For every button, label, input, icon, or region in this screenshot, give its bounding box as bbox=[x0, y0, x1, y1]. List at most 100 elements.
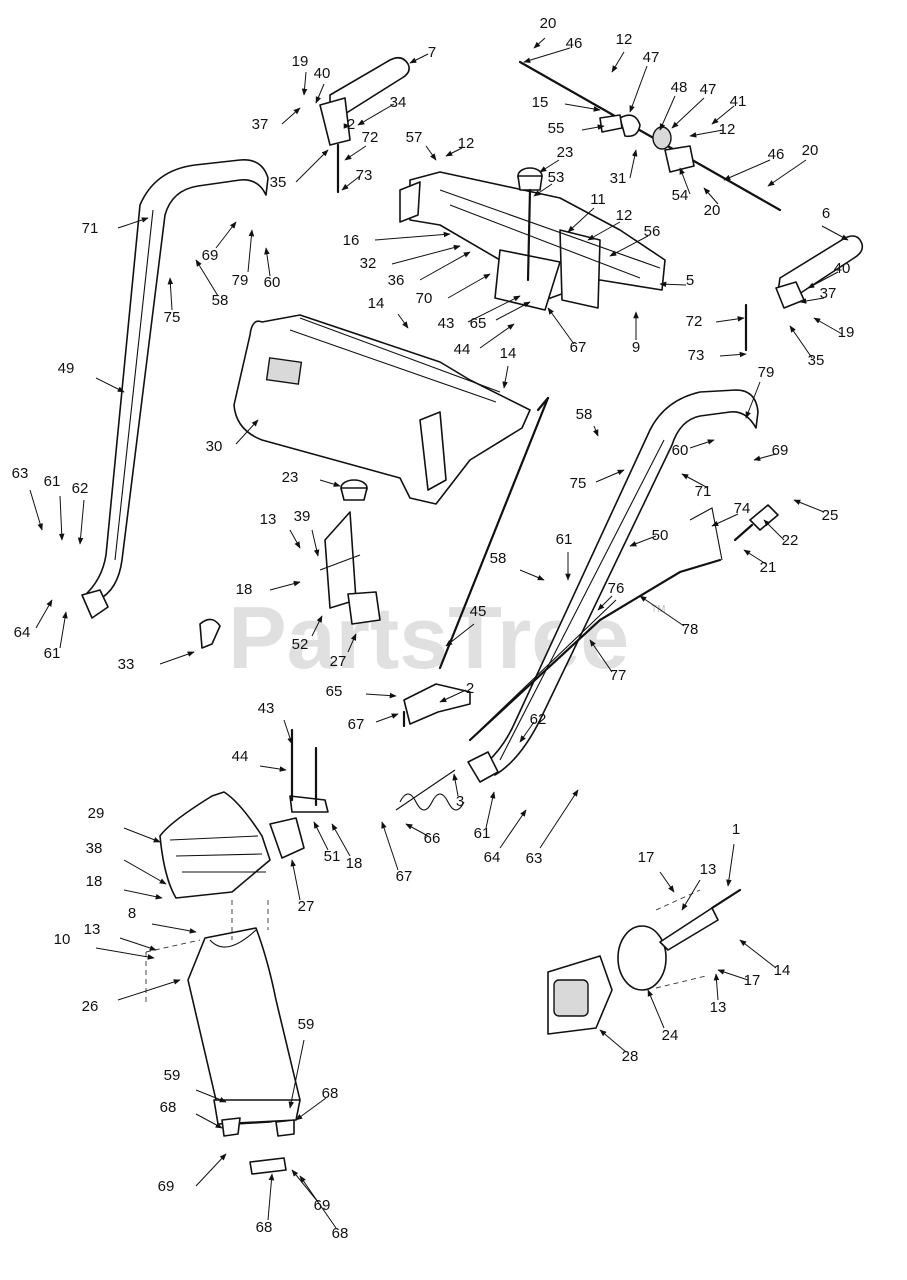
callout-label-30[interactable]: 30 bbox=[206, 438, 223, 455]
callout-label-62[interactable]: 62 bbox=[530, 711, 547, 728]
callout-label-13[interactable]: 13 bbox=[84, 921, 101, 938]
callout-label-37[interactable]: 37 bbox=[252, 116, 269, 133]
callout-label-74[interactable]: 74 bbox=[734, 500, 751, 517]
callout-label-51[interactable]: 51 bbox=[324, 848, 341, 865]
callout-label-36[interactable]: 36 bbox=[388, 272, 405, 289]
long-shift-rod[interactable] bbox=[438, 396, 550, 670]
callout-label-60[interactable]: 60 bbox=[672, 442, 689, 459]
callout-label-69[interactable]: 69 bbox=[202, 247, 219, 264]
callout-label-61[interactable]: 61 bbox=[556, 531, 573, 548]
callout-label-18[interactable]: 18 bbox=[86, 873, 103, 890]
callout-label-68[interactable]: 68 bbox=[160, 1099, 177, 1116]
callout-label-67[interactable]: 67 bbox=[396, 868, 413, 885]
right-handle-part[interactable] bbox=[467, 389, 759, 783]
callout-label-11[interactable]: 11 bbox=[590, 191, 606, 208]
callout-label-38[interactable]: 38 bbox=[86, 840, 103, 857]
callout-label-12[interactable]: 12 bbox=[616, 31, 633, 48]
callout-label-24[interactable]: 24 bbox=[662, 1027, 679, 1044]
callout-label-67[interactable]: 67 bbox=[348, 716, 365, 733]
callout-label-43[interactable]: 43 bbox=[258, 700, 275, 717]
callout-label-46[interactable]: 46 bbox=[768, 146, 785, 163]
callout-label-33[interactable]: 33 bbox=[118, 656, 135, 673]
callout-label-21[interactable]: 21 bbox=[760, 559, 777, 576]
callout-label-61[interactable]: 61 bbox=[474, 825, 491, 842]
callout-label-71[interactable]: 71 bbox=[695, 483, 712, 500]
callout-label-2[interactable]: 2 bbox=[347, 116, 355, 133]
callout-label-50[interactable]: 50 bbox=[652, 527, 669, 544]
callout-label-68[interactable]: 68 bbox=[322, 1085, 339, 1102]
left-handle-part[interactable] bbox=[81, 159, 269, 619]
callout-label-46[interactable]: 46 bbox=[566, 35, 583, 52]
chute-bracket-part[interactable] bbox=[269, 728, 329, 859]
callout-label-65[interactable]: 65 bbox=[470, 315, 487, 332]
callout-label-37[interactable]: 37 bbox=[820, 285, 837, 302]
callout-label-79[interactable]: 79 bbox=[232, 272, 249, 289]
callout-label-68[interactable]: 68 bbox=[332, 1225, 349, 1242]
upper-right-grip-part[interactable] bbox=[744, 235, 864, 352]
callout-label-14[interactable]: 14 bbox=[368, 295, 385, 312]
callout-label-10[interactable]: 10 bbox=[54, 931, 71, 948]
callout-label-18[interactable]: 18 bbox=[346, 855, 363, 872]
callout-label-61[interactable]: 61 bbox=[44, 473, 61, 490]
callout-label-48[interactable]: 48 bbox=[671, 79, 688, 96]
callout-label-72[interactable]: 72 bbox=[362, 129, 379, 146]
callout-label-47[interactable]: 47 bbox=[643, 49, 660, 66]
callout-label-7[interactable]: 7 bbox=[428, 44, 436, 61]
callout-label-77[interactable]: 77 bbox=[610, 667, 627, 684]
callout-label-63[interactable]: 63 bbox=[526, 850, 543, 867]
discharge-chute-part[interactable] bbox=[187, 927, 301, 1175]
shift-arm-part[interactable] bbox=[402, 683, 471, 728]
callout-label-13[interactable]: 13 bbox=[710, 999, 727, 1016]
callout-label-14[interactable]: 14 bbox=[774, 962, 791, 979]
callout-label-2[interactable]: 2 bbox=[466, 680, 474, 697]
callout-label-13[interactable]: 13 bbox=[260, 511, 277, 528]
clip-part[interactable] bbox=[199, 618, 221, 649]
callout-label-75[interactable]: 75 bbox=[164, 309, 181, 326]
callout-label-25[interactable]: 25 bbox=[822, 507, 839, 524]
callout-label-43[interactable]: 43 bbox=[438, 315, 455, 332]
callout-label-71[interactable]: 71 bbox=[82, 220, 99, 237]
callout-label-20[interactable]: 20 bbox=[802, 142, 819, 159]
callout-label-47[interactable]: 47 bbox=[700, 81, 717, 98]
callout-label-52[interactable]: 52 bbox=[292, 636, 309, 653]
callout-label-20[interactable]: 20 bbox=[540, 15, 557, 32]
callout-label-22[interactable]: 22 bbox=[782, 532, 799, 549]
callout-label-12[interactable]: 12 bbox=[458, 135, 475, 152]
dash-cover-part[interactable] bbox=[233, 314, 531, 505]
callout-label-59[interactable]: 59 bbox=[298, 1016, 315, 1033]
callout-label-53[interactable]: 53 bbox=[548, 169, 565, 186]
callout-label-69[interactable]: 69 bbox=[158, 1178, 175, 1195]
callout-label-57[interactable]: 57 bbox=[406, 129, 423, 146]
callout-label-35[interactable]: 35 bbox=[270, 174, 287, 191]
headlight-assembly[interactable] bbox=[547, 888, 742, 1035]
callout-label-70[interactable]: 70 bbox=[416, 290, 433, 307]
callout-label-17[interactable]: 17 bbox=[638, 849, 655, 866]
upper-left-grip-part[interactable] bbox=[319, 56, 410, 194]
callout-label-1[interactable]: 1 bbox=[732, 821, 740, 838]
callout-label-31[interactable]: 31 bbox=[610, 170, 627, 187]
shift-knob-top-part[interactable] bbox=[517, 167, 543, 282]
callout-label-55[interactable]: 55 bbox=[548, 120, 565, 137]
callout-label-3[interactable]: 3 bbox=[456, 793, 464, 810]
callout-label-35[interactable]: 35 bbox=[808, 352, 825, 369]
callout-label-45[interactable]: 45 bbox=[470, 603, 487, 620]
callout-label-69[interactable]: 69 bbox=[772, 442, 789, 459]
callout-label-23[interactable]: 23 bbox=[557, 144, 574, 161]
callout-label-64[interactable]: 64 bbox=[14, 624, 31, 641]
callout-label-40[interactable]: 40 bbox=[834, 260, 851, 277]
callout-label-29[interactable]: 29 bbox=[88, 805, 105, 822]
callout-label-73[interactable]: 73 bbox=[356, 167, 373, 184]
callout-label-73[interactable]: 73 bbox=[688, 347, 705, 364]
callout-label-61[interactable]: 61 bbox=[44, 645, 61, 662]
callout-label-23[interactable]: 23 bbox=[282, 469, 299, 486]
callout-label-14[interactable]: 14 bbox=[500, 345, 517, 362]
callout-label-19[interactable]: 19 bbox=[292, 53, 309, 70]
callout-label-34[interactable]: 34 bbox=[390, 94, 407, 111]
callout-label-72[interactable]: 72 bbox=[686, 313, 703, 330]
cable-grip-part[interactable] bbox=[733, 504, 779, 542]
callout-label-64[interactable]: 64 bbox=[484, 849, 501, 866]
callout-label-12[interactable]: 12 bbox=[719, 121, 736, 138]
shift-bracket-part[interactable] bbox=[319, 479, 381, 625]
callout-label-44[interactable]: 44 bbox=[454, 341, 471, 358]
callout-label-58[interactable]: 58 bbox=[576, 406, 593, 423]
